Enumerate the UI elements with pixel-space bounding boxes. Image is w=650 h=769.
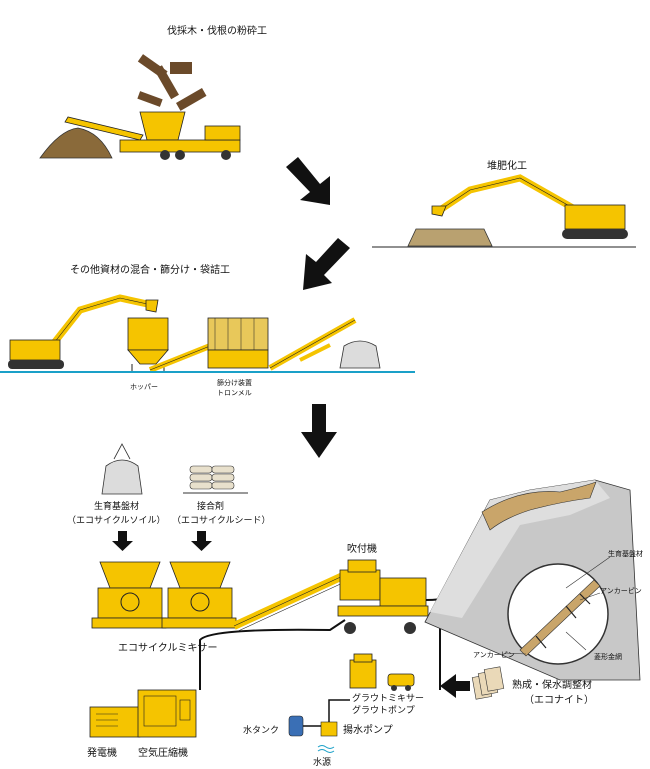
soil-name: 生育基盤材	[94, 500, 139, 512]
sprayer-conveyor-icon	[232, 571, 348, 633]
grout-pump-label: グラウトポンプ	[352, 704, 415, 716]
air-hose	[199, 619, 346, 690]
step-mix-title: その他資材の混合・篩分け・袋詰工	[70, 263, 230, 276]
screen-label-line2: トロンメル	[217, 389, 252, 397]
cure-name: 熟成・保水調整材	[512, 678, 592, 691]
soil-arrow	[112, 531, 133, 551]
mixer-unit-2-icon	[161, 561, 237, 629]
slope-mesh-label: 菱形金網	[594, 652, 622, 661]
step-crush-title: 伐採木・伐根の粉砕工	[167, 24, 267, 37]
compressor-label: 空気圧縮機	[138, 746, 188, 759]
water-tank-icon	[288, 715, 304, 737]
flow-arrow-2	[303, 238, 350, 290]
slope-base-label: 生育基盤材	[608, 549, 643, 558]
grout-mixer-label: グラウトミキサー	[352, 692, 424, 704]
hopper-label: ホッパー	[130, 383, 158, 391]
step-crush: 伐採木・伐根の粉砕工	[39, 24, 267, 160]
falling-logs-icon	[137, 54, 207, 111]
water-tank-label: 水タンク	[243, 724, 279, 736]
soil-bag-icon	[101, 459, 143, 495]
grout-pump-icon	[387, 673, 415, 691]
sprayer-label: 吹付機	[347, 542, 377, 555]
mixer-unit-1-icon	[91, 561, 167, 629]
mixer-label: エコサイクルミキサー	[118, 642, 218, 654]
slope-base-layer	[481, 481, 597, 531]
seed-sacks-icon	[183, 465, 248, 494]
sprayer-machine-icon	[337, 559, 429, 634]
water-pipe	[303, 699, 350, 727]
screen-label-line1: 篩分け装置	[217, 378, 252, 387]
excavator-icon	[431, 174, 628, 239]
seed-sub: （エコサイクルシード）	[172, 515, 271, 526]
seed-name: 接合剤	[197, 500, 224, 512]
loader-icon	[8, 294, 159, 369]
step-compost: 堆肥化工	[372, 159, 636, 248]
seed-arrow	[191, 531, 212, 551]
step-spray: 生育基盤材 （エコサイクルソイル） 接合剤 （エコサイクルシード）	[67, 443, 594, 768]
chip-pile	[39, 127, 113, 159]
grout-mixer-icon	[349, 653, 377, 689]
trommel-icon	[207, 317, 269, 369]
cure-sub: （エコナイト）	[524, 694, 594, 706]
compressor-icon	[137, 689, 197, 738]
crusher-machine-icon	[64, 111, 241, 160]
pump-icon	[320, 721, 338, 737]
compost-pile	[407, 228, 493, 247]
hopper-icon	[127, 317, 169, 372]
pump-label: 揚水ポンプ	[343, 723, 393, 736]
cure-bags-icon	[471, 666, 505, 700]
flow-arrow-3	[301, 404, 337, 458]
water-source-label: 水源	[313, 756, 331, 768]
soil-sub: （エコサイクルソイル）	[67, 515, 166, 526]
generator-label: 発電機	[87, 746, 117, 759]
bulk-bag-icon	[339, 340, 381, 369]
step-compost-title: 堆肥化工	[487, 159, 527, 172]
slope-section: 生育基盤材 アンカーピン 菱形金網 アンカーピン	[424, 479, 643, 681]
step-mix: その他資材の混合・篩分け・袋詰工	[0, 263, 415, 397]
flow-arrow-1	[286, 157, 330, 205]
water-source-icon	[317, 745, 335, 753]
slope-anchor-bottom-label: アンカーピン	[473, 651, 515, 659]
slope-anchor-top-label: アンカーピン	[600, 587, 642, 595]
cure-arrow	[440, 674, 470, 698]
generator-icon	[89, 706, 141, 738]
conveyor-2-icon	[268, 317, 357, 371]
